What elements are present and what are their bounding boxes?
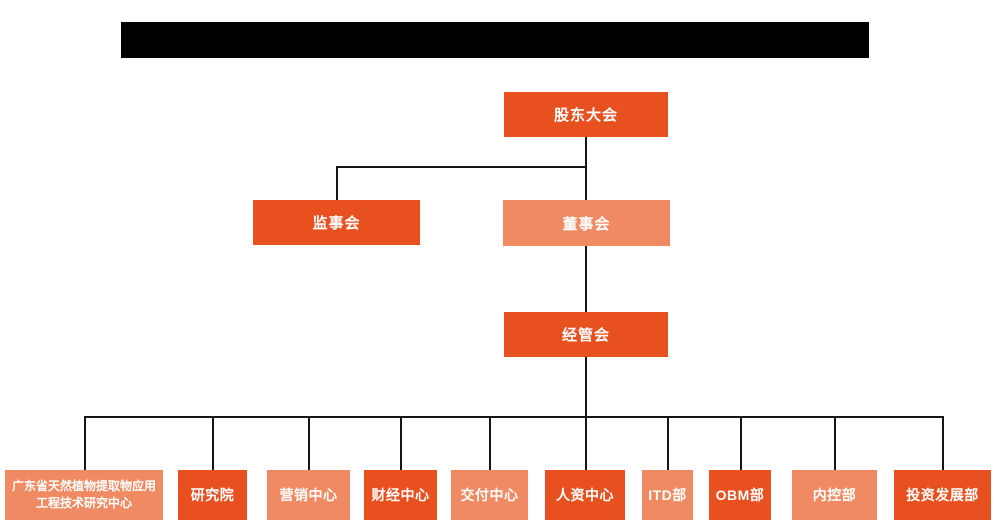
connector-drop-internal-control: [834, 416, 836, 470]
connector-management-trunk: [585, 357, 587, 470]
org-node-internal-control-department: 内控部: [792, 470, 877, 520]
connector-drop-itd: [667, 416, 669, 470]
connector-drop-research-center: [84, 416, 86, 470]
redacted-title-bar: [121, 22, 869, 58]
org-node-investment-development-department: 投资发展部: [894, 470, 991, 520]
connector-drop-marketing: [308, 416, 310, 470]
connector-drop-finance: [400, 416, 402, 470]
org-node-itd-department: ITD部: [642, 470, 693, 520]
connector-distribution-bus: [84, 416, 944, 418]
org-node-management-committee: 经管会: [504, 312, 668, 357]
org-node-hr-center: 人资中心: [545, 470, 625, 520]
connector-branch-horizontal: [336, 166, 587, 168]
org-node-marketing-center: 营销中心: [267, 470, 350, 520]
org-node-delivery-center: 交付中心: [451, 470, 528, 520]
org-node-supervisory-board: 监事会: [253, 200, 420, 245]
connector-shareholders-directors: [585, 137, 587, 200]
connector-drop-obm: [740, 416, 742, 470]
org-node-board-of-directors: 董事会: [503, 200, 670, 246]
connector-directors-management: [585, 246, 587, 312]
org-node-finance-center: 财经中心: [364, 470, 437, 520]
connector-drop-research-institute: [212, 416, 214, 470]
org-node-provincial-research-center: 广东省天然植物提取物应用工程技术研究中心: [5, 470, 163, 520]
org-node-shareholders-meeting: 股东大会: [504, 92, 668, 137]
org-node-research-institute: 研究院: [178, 470, 247, 520]
connector-drop-investment: [942, 416, 944, 470]
connector-drop-delivery: [489, 416, 491, 470]
connector-branch-supervisory: [336, 166, 338, 200]
org-node-obm-department: OBM部: [709, 470, 771, 520]
